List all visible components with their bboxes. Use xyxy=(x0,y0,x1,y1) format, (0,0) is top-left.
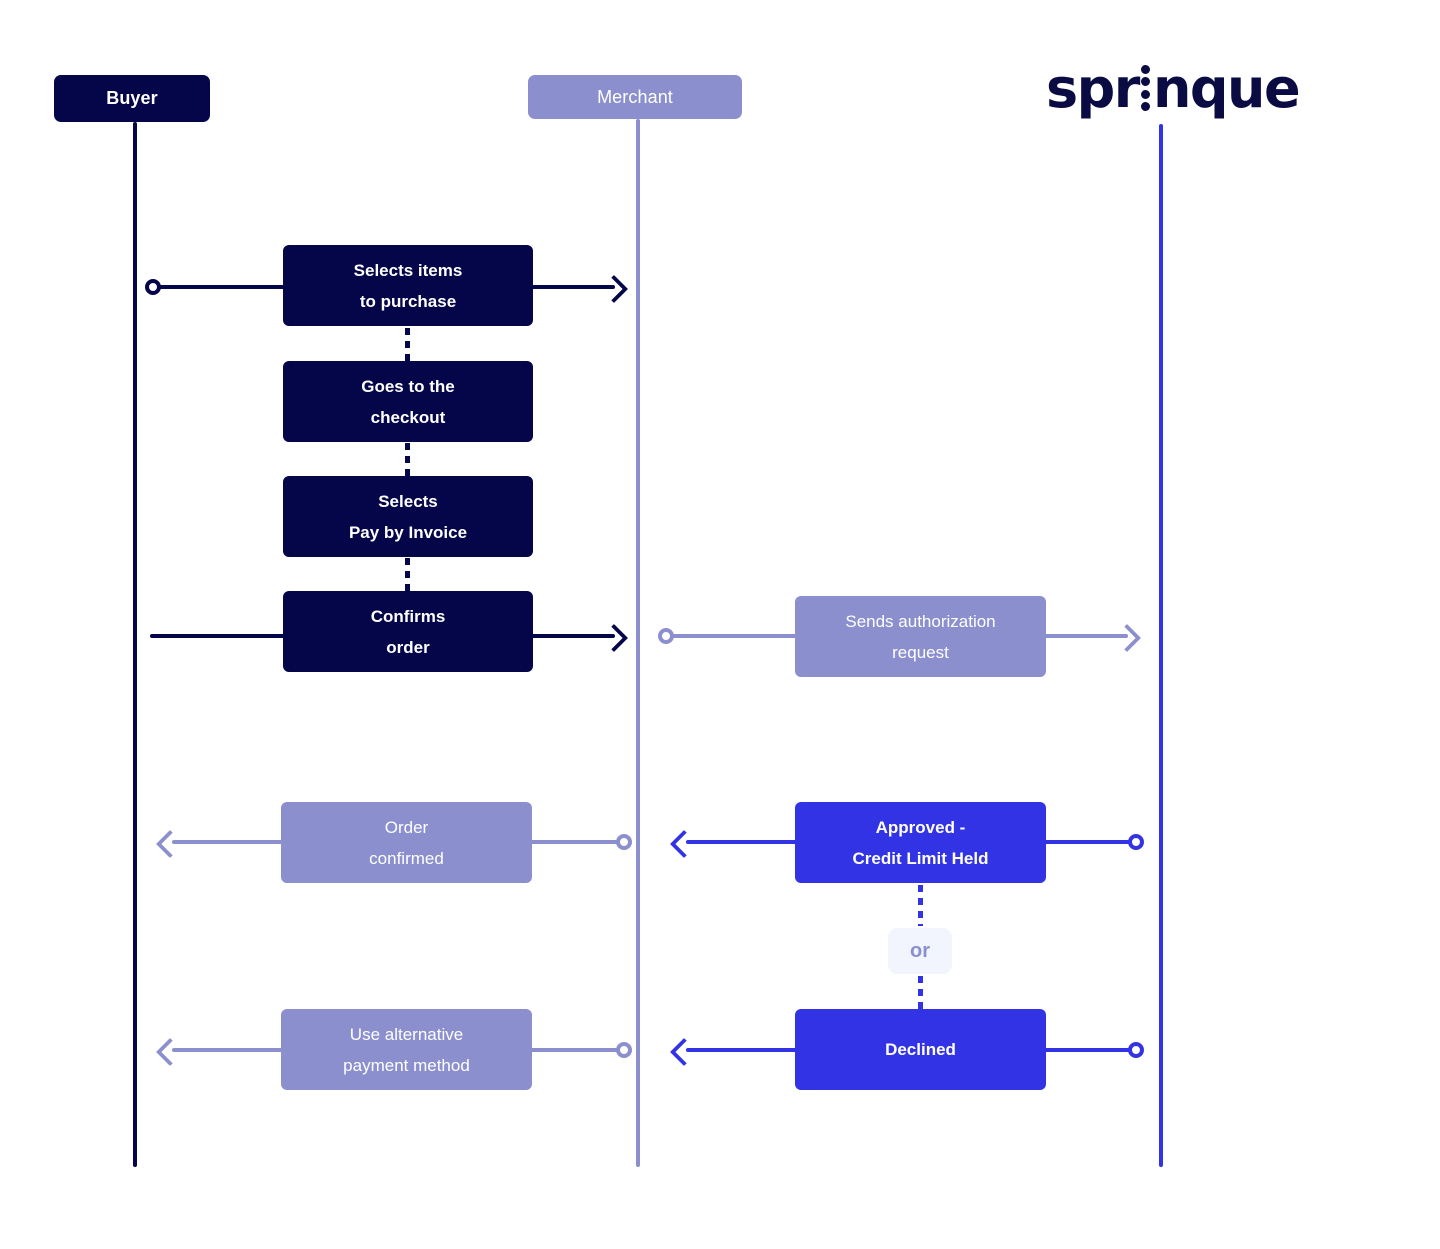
arrow-head-right-1 xyxy=(599,274,629,304)
actor-header-merchant: Merchant xyxy=(528,75,742,119)
arrow-head-left-2 xyxy=(669,829,699,859)
lifeline-sprinque xyxy=(1159,124,1163,1167)
step-box-order-confirmed[interactable]: Order confirmed xyxy=(281,802,532,883)
actor-label-buyer: Buyer xyxy=(106,88,158,108)
step-line-2: Credit Limit Held xyxy=(852,848,989,868)
arrow-head-left-4 xyxy=(669,1037,699,1067)
arrow-origin-dot-3 xyxy=(616,834,632,850)
step-line-1: Goes to the xyxy=(361,376,455,396)
step-line-1: Use alternative xyxy=(349,1024,464,1044)
step-box-confirms-order[interactable]: Confirms order xyxy=(283,591,533,672)
step-line-2: order xyxy=(386,637,430,657)
arrow-origin-dot-5 xyxy=(616,1042,632,1058)
connector-dotted-buyer-3 xyxy=(405,558,410,591)
step-box-use-alternative-payment[interactable]: Use alternative payment method xyxy=(281,1009,532,1090)
arrow-origin-dot-6 xyxy=(1128,1042,1144,1058)
connector-dotted-branch-top xyxy=(918,885,923,926)
lifeline-buyer xyxy=(133,122,137,1167)
step-line-1: Declined xyxy=(885,1040,956,1059)
step-box-goes-to-checkout[interactable]: Goes to the checkout xyxy=(283,361,533,442)
step-line-2: payment method xyxy=(343,1055,470,1075)
step-line-1: Order xyxy=(384,817,429,837)
actor-label-merchant: Merchant xyxy=(597,86,673,107)
step-line-2: Pay by Invoice xyxy=(348,522,468,542)
branch-or-label: or xyxy=(910,939,930,962)
step-line-1: Sends authorization xyxy=(845,611,996,631)
step-box-selects-items[interactable]: Selects items to purchase xyxy=(283,245,533,326)
arrow-origin-dot-1 xyxy=(145,279,161,295)
step-line-2: checkout xyxy=(370,407,446,427)
logo-i-dots-icon xyxy=(1140,64,1150,111)
lifeline-merchant xyxy=(636,119,640,1167)
step-box-approved[interactable]: Approved - Credit Limit Held xyxy=(795,802,1046,883)
step-line-2: to purchase xyxy=(359,291,457,311)
step-line-1: Confirms xyxy=(370,606,446,626)
actor-header-buyer: Buyer xyxy=(54,75,210,122)
step-line-2: request xyxy=(892,642,949,662)
arrow-origin-dot-4 xyxy=(1128,834,1144,850)
connector-dotted-buyer-2 xyxy=(405,443,410,476)
arrow-head-left-1 xyxy=(155,829,185,859)
step-line-1: Approved - xyxy=(875,817,966,837)
logo-text-left: spr xyxy=(1046,57,1140,120)
step-box-selects-pay-by-invoice[interactable]: Selects Pay by Invoice xyxy=(283,476,533,557)
arrow-head-left-3 xyxy=(155,1037,185,1067)
step-line-2: confirmed xyxy=(369,848,444,868)
sprinque-logo: spr nque xyxy=(1046,57,1301,120)
connector-dotted-buyer-1 xyxy=(405,328,410,361)
step-box-declined[interactable]: Declined xyxy=(795,1009,1046,1090)
arrow-head-right-2 xyxy=(599,623,629,653)
connector-dotted-branch-bottom xyxy=(918,976,923,1010)
step-box-sends-authorization[interactable]: Sends authorization request xyxy=(795,596,1046,677)
step-line-1: Selects xyxy=(378,491,438,511)
logo-text-right: nque xyxy=(1152,57,1301,120)
step-line-1: Selects items xyxy=(353,260,463,280)
arrow-head-right-3 xyxy=(1112,623,1142,653)
arrow-origin-dot-2 xyxy=(658,628,674,644)
branch-or-badge: or xyxy=(888,928,952,974)
